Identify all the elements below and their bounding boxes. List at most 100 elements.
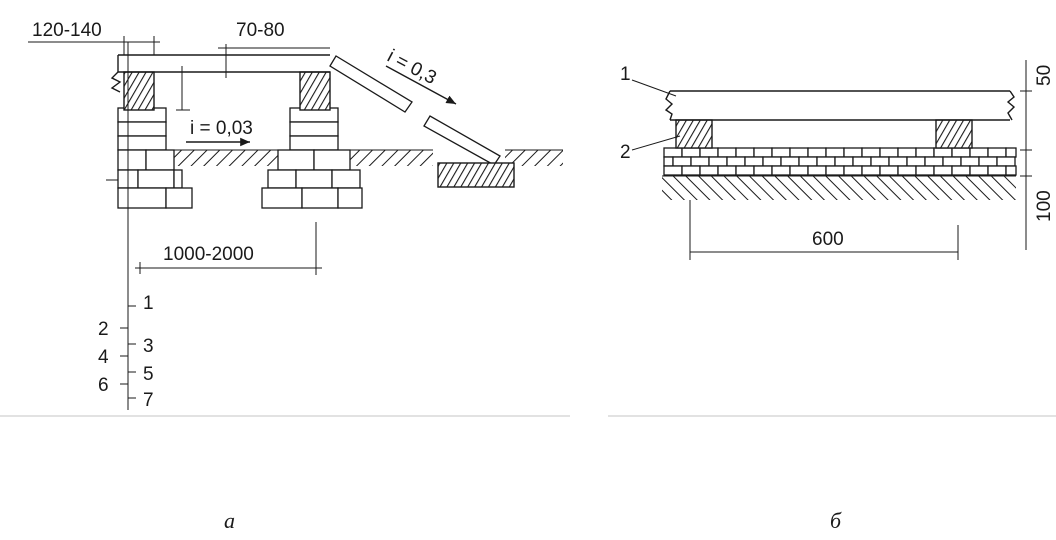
ramp-support-block — [437, 162, 515, 188]
brick — [978, 156, 998, 167]
layer-label-1: 1 — [143, 293, 154, 314]
brick — [1005, 165, 1017, 176]
layer-label-6: 6 — [98, 375, 109, 396]
brick — [771, 165, 791, 176]
brick-bed — [663, 147, 1017, 176]
brick — [942, 156, 962, 167]
brick — [726, 156, 746, 167]
dim-top-label-b: 50 — [1034, 65, 1055, 86]
middle-joist — [299, 71, 331, 111]
break-mark-b-right — [1006, 90, 1016, 121]
brick — [681, 147, 701, 158]
brick — [843, 147, 863, 158]
brick — [807, 147, 827, 158]
left-joist — [123, 71, 155, 111]
caption-a: a — [224, 508, 235, 533]
brick — [699, 147, 719, 158]
brick — [672, 156, 692, 167]
dim-span-label: 1000-2000 — [163, 244, 254, 265]
brick — [735, 165, 755, 176]
ground-hatch-b — [662, 176, 1016, 200]
brick — [897, 165, 917, 176]
ramp-slope-label: i = 0,3 — [384, 46, 440, 89]
brick — [933, 165, 953, 176]
brick — [915, 165, 935, 176]
brick — [861, 165, 881, 176]
break-mark-b-left — [664, 90, 674, 121]
figure-b: 1 2 600 50 100 б — [608, 60, 1056, 533]
brick — [825, 165, 845, 176]
brick — [879, 165, 899, 176]
brick — [870, 156, 890, 167]
figure-a: 120-140 70-80 i = 0,03 i = 0,3 1000-2000… — [0, 20, 570, 533]
floor-slope-label: i = 0,03 — [190, 118, 253, 139]
brick — [708, 156, 728, 167]
brick — [681, 165, 701, 176]
brick — [924, 156, 944, 167]
left-brick-pier — [117, 71, 193, 209]
ramp-slope-arrow — [385, 65, 457, 105]
middle-brick-pier — [261, 71, 363, 209]
brick — [753, 165, 773, 176]
layer-label-3: 3 — [143, 336, 154, 357]
brick — [987, 165, 1007, 176]
ground-hatch-a — [165, 149, 563, 166]
layer-label-7: 7 — [143, 390, 154, 411]
joist-right-b — [935, 119, 973, 149]
brick — [717, 165, 737, 176]
caption-b: б — [830, 508, 842, 533]
layer-label-2: 2 — [98, 319, 109, 340]
brick — [663, 156, 674, 167]
dim-gap-label: 70-80 — [236, 20, 285, 41]
callout-leader-2 — [631, 135, 681, 151]
brick — [825, 147, 845, 158]
brick — [915, 147, 935, 158]
brick — [843, 165, 863, 176]
dim-wall-label: 120-140 — [32, 20, 102, 41]
break-mark-a — [110, 71, 122, 93]
brick — [951, 165, 971, 176]
brick — [789, 165, 809, 176]
brick — [996, 156, 1016, 167]
brick — [744, 156, 764, 167]
brick — [780, 156, 800, 167]
brick — [897, 147, 917, 158]
brick — [888, 156, 908, 167]
brick — [699, 165, 719, 176]
brick — [951, 147, 971, 158]
brick — [789, 147, 809, 158]
brick — [834, 156, 854, 167]
callout-2: 2 — [620, 142, 631, 163]
brick — [753, 147, 773, 158]
brick — [1005, 147, 1017, 158]
dim-span-label-b: 600 — [812, 229, 844, 250]
brick — [807, 165, 827, 176]
joist-left-b — [675, 119, 713, 149]
brick — [933, 147, 953, 158]
brick — [816, 156, 836, 167]
layer-label-4: 4 — [98, 347, 109, 368]
dimensions-a — [28, 36, 457, 410]
brick — [735, 147, 755, 158]
callout-1: 1 — [620, 64, 631, 85]
brick — [969, 147, 989, 158]
brick — [690, 156, 710, 167]
layer-label-5: 5 — [143, 364, 154, 385]
brick — [663, 165, 683, 176]
ramp-boards — [329, 55, 515, 188]
brick — [852, 156, 872, 167]
brick — [879, 147, 899, 158]
brick — [906, 156, 926, 167]
brick — [762, 156, 782, 167]
callout-leader-1 — [631, 79, 677, 97]
brick — [798, 156, 818, 167]
brick — [663, 147, 683, 158]
brick — [987, 147, 1007, 158]
brick — [969, 165, 989, 176]
brick — [717, 147, 737, 158]
brick — [861, 147, 881, 158]
dim-bottom-label-b: 100 — [1034, 190, 1055, 222]
brick — [771, 147, 791, 158]
brick — [960, 156, 980, 167]
